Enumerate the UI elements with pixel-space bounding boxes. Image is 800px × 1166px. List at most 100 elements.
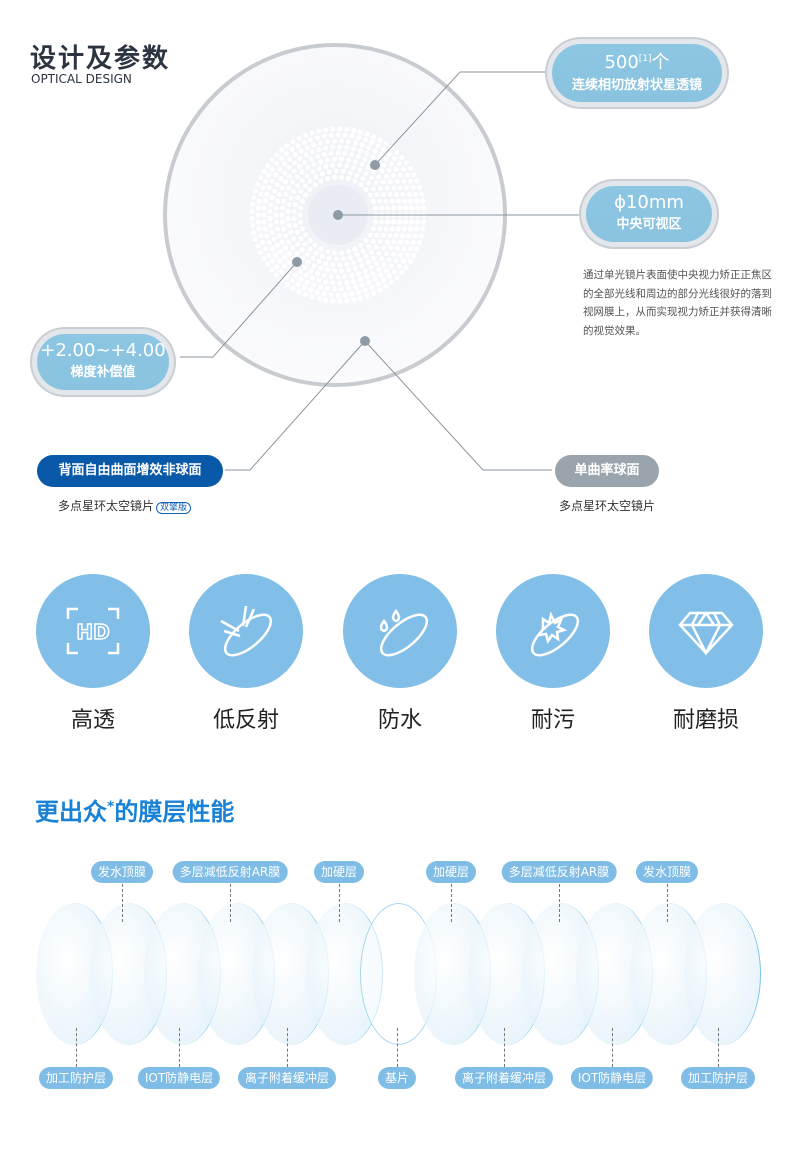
lenslet-dot [364,273,370,280]
lenslet-dot [301,284,307,291]
lenslet-dot [282,245,289,251]
lenslet-dot [395,226,402,232]
lenslet-dot [404,172,410,178]
lenslet-dot [317,284,324,290]
lenslet-dot [335,274,341,280]
lenslet-dot [383,226,389,232]
lenslet-dot [311,161,317,167]
lenslet-dot [284,143,290,149]
lenslet-dot [296,163,302,170]
lenslet-dot [328,150,334,156]
lenslet-dot [414,198,420,204]
lenslet-dot [286,222,292,228]
lenslet-dot [251,229,257,236]
lenslet-dot [330,298,336,304]
lenslet-dot [386,273,393,279]
bottom-layer-label: 离子附着缓冲层 [454,1067,554,1089]
lenslet-dot [338,174,345,180]
lenslet-dot [397,252,403,258]
lenslet-dot [309,130,315,136]
lenslet-dot [311,263,317,269]
lenslet-dot [345,267,352,273]
lenslet-dot [391,239,397,245]
lenslet-dot [286,251,293,257]
lenslet-dot [265,162,271,169]
lenslet-dot [387,179,394,185]
lenslet-dot [349,272,355,279]
leader-line [451,884,452,922]
lenslet-dot [401,226,408,232]
lenslet-dot [383,251,390,257]
lens-diagram [163,43,580,471]
lenslet-dot [414,178,420,184]
lenslet-dot [360,176,366,182]
lenslet-dot [406,233,412,239]
feature-label: 耐磨损 [672,708,739,733]
lenslet-dot [397,205,403,211]
lenslet-dot [273,219,279,225]
lenslet-dot [282,179,289,185]
lenslet-dot [415,205,421,211]
lenslet-dot [376,174,382,180]
lenslet-dot [352,140,359,146]
lenslet-dot [337,144,343,150]
lenslet-dot [308,287,314,293]
lenslet-dot [337,262,343,268]
lenslet-dot [410,185,416,191]
lenslet-dot [261,168,267,175]
lenslet-dot [404,239,410,246]
lenslet-callout: 500[1]个 连续相切放射状星透镜 [552,44,722,102]
lenslet-dot [338,286,345,292]
lenslet-dot [378,205,385,211]
lenslet-dot [377,226,383,232]
water-drop-icon [379,608,429,657]
feature-waterproof [343,574,457,688]
lenslet-dot [381,192,387,198]
lenslet-dot [323,260,329,267]
lenslet-dot [391,268,398,275]
lenslet-dot [265,261,271,268]
lenslet-dot [384,185,390,191]
lenslet-dot [316,258,322,264]
lenslet-dot [330,126,336,132]
lenslet-dot [388,263,395,269]
lenslet-dot [367,232,373,238]
leader-line [718,1028,719,1067]
lenslet-dot [271,236,277,242]
lenslet-dot [266,239,272,246]
lenslet-dot [414,226,420,232]
lenslet-dot [337,298,343,304]
leader-line [397,1028,398,1067]
lenslet-dot [294,250,300,256]
left-product: 多点星环太空镜片双擎版 [58,497,192,514]
lenslet-dot [342,150,348,156]
lenslet-dot [387,245,394,251]
lenslet-dot [418,233,425,239]
leader-line [179,1028,180,1067]
lenslet-dot [421,219,427,225]
lenslet-dot [258,233,264,239]
lenslet-dot [394,275,400,281]
dual-badge: 双擎版 [156,502,192,514]
lenslet-dot [354,252,360,258]
lenslet-dot [409,205,415,211]
lenslet-dot [330,280,336,286]
lenslet-dot [357,276,363,282]
top-layer-label: 加硬层 [313,861,365,883]
lenslet-dot [409,219,415,225]
lenslet-dot [352,265,358,271]
lenslet-dot [330,144,336,150]
lenslet-dot [331,174,338,180]
lenslet-dot [378,219,385,225]
lenslet-dot [273,252,279,258]
lenslet-dot [255,243,261,249]
lenslet-dot [337,280,343,286]
lenslet-dot [379,256,385,262]
lenslet-dot [314,289,320,295]
lenslet-dot [292,201,298,208]
feature-anti-stain [496,574,610,688]
lenslet-dot [269,166,276,172]
lenslet-dot [371,255,377,261]
lenslet-dot [371,169,377,175]
lenslet-dot [307,238,313,244]
